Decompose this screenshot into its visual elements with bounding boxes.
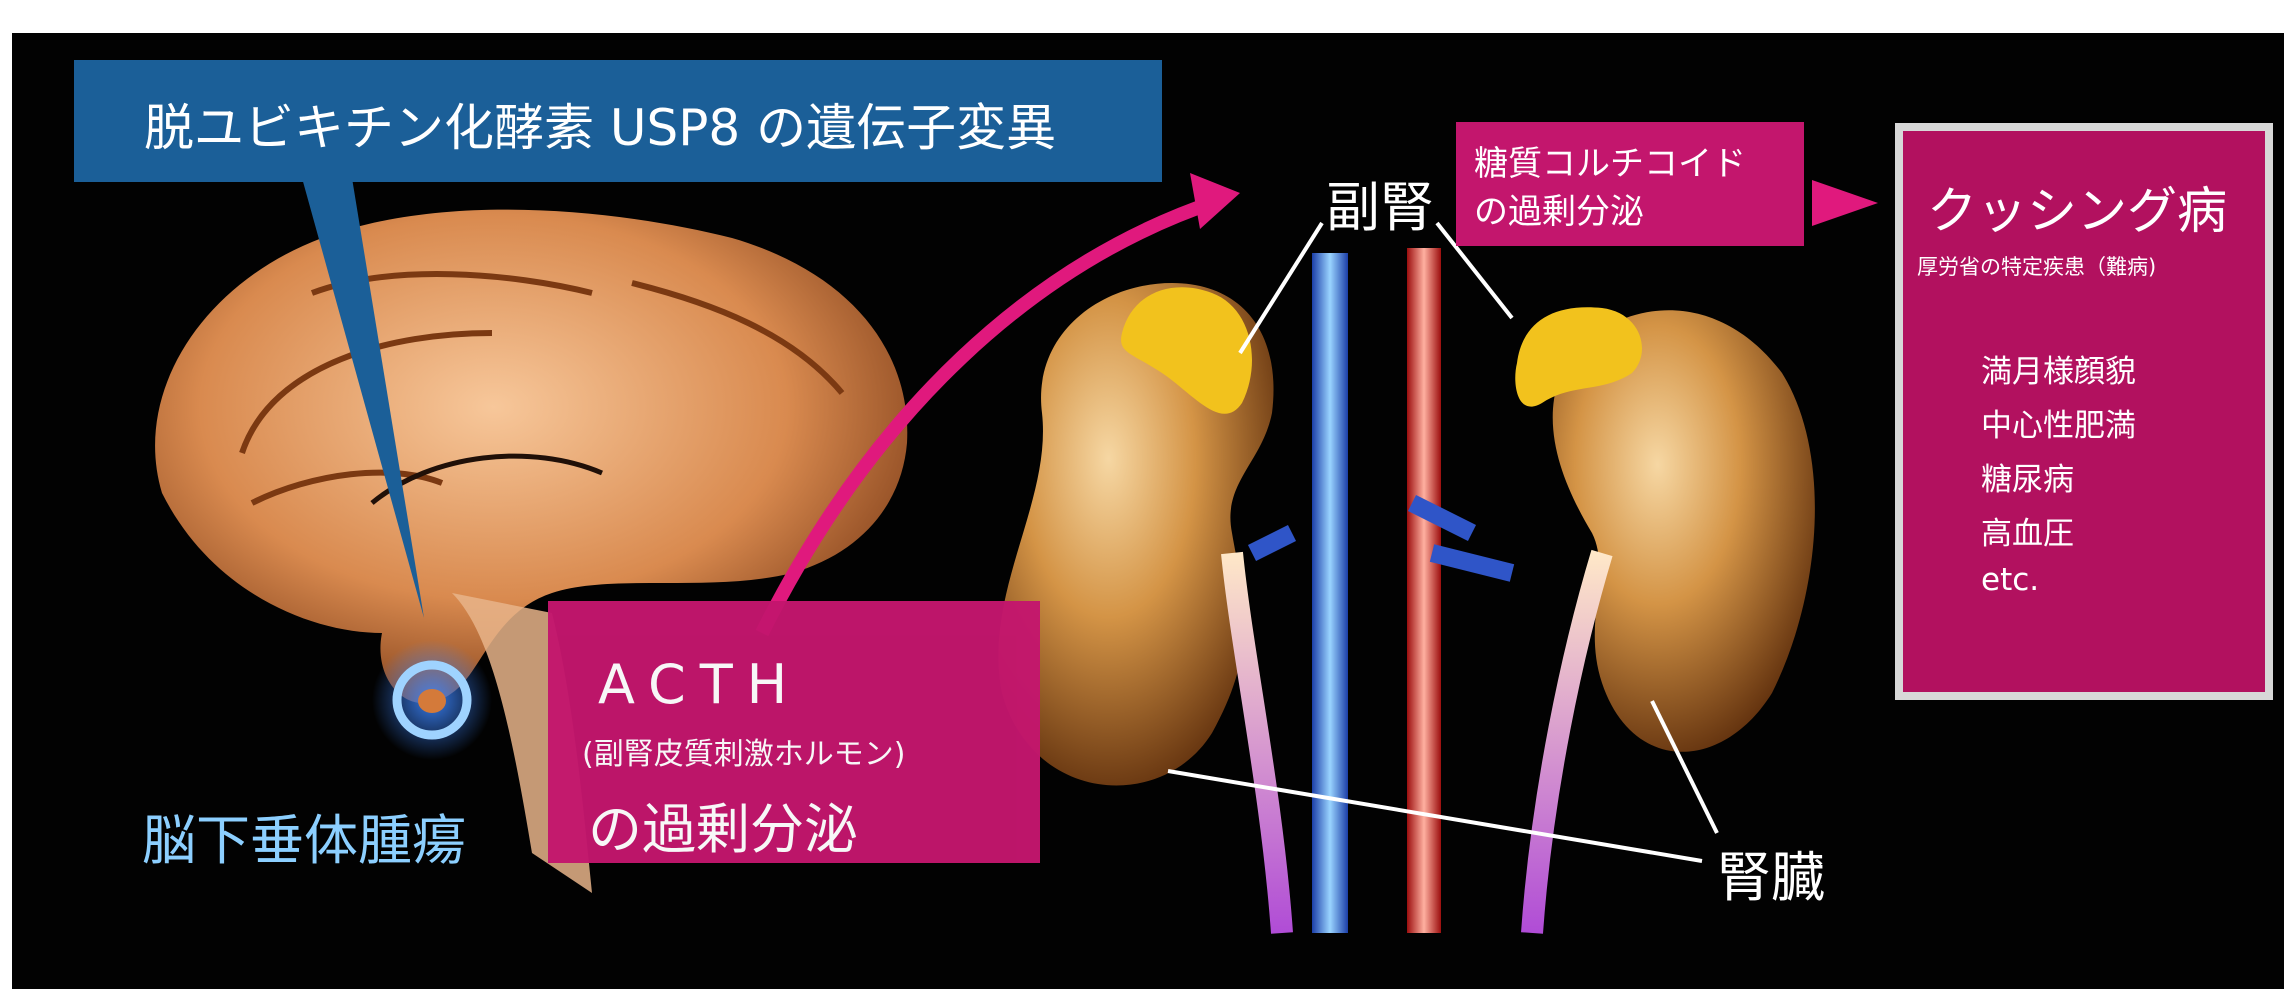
diagram-panel: 脱ユビキチン化酵素 USP8 の遺伝子変異 ACTH (副腎皮質刺激ホルモン) … — [12, 33, 2284, 989]
glucocorticoid-line1: 糖質コルチコイド — [1474, 136, 1746, 185]
curved-arrowhead — [1190, 173, 1240, 229]
pituitary-tumor-label: 脳下垂体腫瘍 — [142, 796, 466, 875]
adrenal-label: 副腎 — [1326, 163, 1434, 242]
glucocorticoid-box: 糖質コルチコイド の過剰分泌 — [1456, 122, 1804, 246]
adrenal-leader-left — [1240, 223, 1322, 353]
pituitary-gland — [418, 689, 446, 713]
acth-subtitle: (副腎皮質刺激ホルモン) — [582, 729, 905, 773]
cushing-box: クッシング病 厚労省の特定疾患（難病) 満月様顔貌 中心性肥満 糖尿病 高血圧 … — [1895, 123, 2273, 700]
right-ureter — [1532, 553, 1602, 933]
kidney-label: 腎臓 — [1717, 833, 1825, 912]
cushing-title: クッシング病 — [1927, 171, 2227, 243]
acth-box: ACTH (副腎皮質刺激ホルモン) の過剰分泌 — [548, 601, 1040, 863]
symptom-item: etc. — [1981, 562, 2136, 616]
gene-mutation-box: 脱ユビキチン化酵素 USP8 の遺伝子変異 — [74, 60, 1162, 182]
glucocorticoid-line2: の過剰分泌 — [1474, 184, 1644, 233]
cushing-subtitle: 厚労省の特定疾患（難病) — [1917, 251, 2156, 281]
symptom-list: 満月様顔貌 中心性肥満 糖尿病 高血圧 etc. — [1981, 346, 2136, 616]
renal-veins — [1252, 503, 1512, 573]
acth-title: ACTH — [598, 653, 801, 716]
symptom-item: 糖尿病 — [1981, 454, 2136, 508]
left-ureter — [1232, 553, 1282, 933]
aorta — [1407, 248, 1441, 933]
triangle-arrow-icon — [1812, 180, 1878, 226]
acth-oversecretion: の過剰分泌 — [588, 785, 858, 864]
kidney-illustration — [998, 283, 1814, 933]
symptom-item: 満月様顔貌 — [1981, 346, 2136, 400]
symptom-item: 中心性肥満 — [1981, 400, 2136, 454]
vena-cava — [1312, 253, 1348, 933]
symptom-item: 高血圧 — [1981, 508, 2136, 562]
gene-mutation-label: 脱ユビキチン化酵素 USP8 の遺伝子変異 — [144, 88, 1056, 160]
